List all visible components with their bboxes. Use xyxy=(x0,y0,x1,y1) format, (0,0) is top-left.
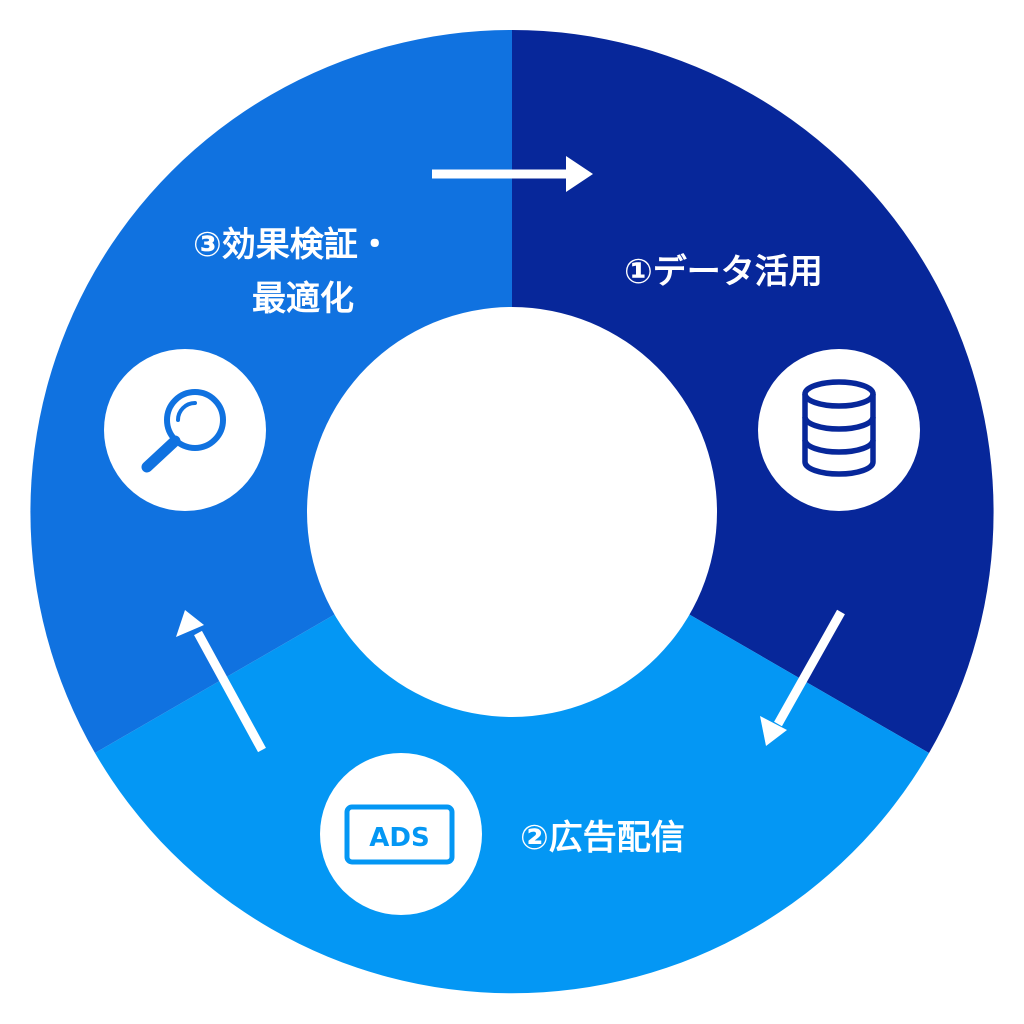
center-hole xyxy=(307,307,717,717)
stage-data: ①データ活用 xyxy=(624,252,920,511)
database-icon xyxy=(802,379,876,477)
ads-icon: ADS xyxy=(344,804,455,865)
segment-ads xyxy=(95,512,929,994)
stage-verify: ③効果検証・ 最適化 xyxy=(104,225,392,511)
stage-data-label: ①データ活用 xyxy=(624,252,823,292)
stage-verify-label-line2: 最適化 xyxy=(252,279,354,319)
ads-icon-badge xyxy=(320,753,482,915)
ads-icon-text: ADS xyxy=(369,823,429,853)
magnifier-icon xyxy=(141,389,226,473)
arrow-right xyxy=(760,609,845,746)
stage-ads: ADS ②広告配信 xyxy=(320,753,685,915)
arrow-top xyxy=(432,156,593,192)
arrow-left xyxy=(176,610,266,753)
magnifier-icon-badge xyxy=(104,349,266,511)
stage-ads-label: ②広告配信 xyxy=(520,818,685,858)
stage-verify-label-line1: ③効果検証・ xyxy=(193,225,392,265)
